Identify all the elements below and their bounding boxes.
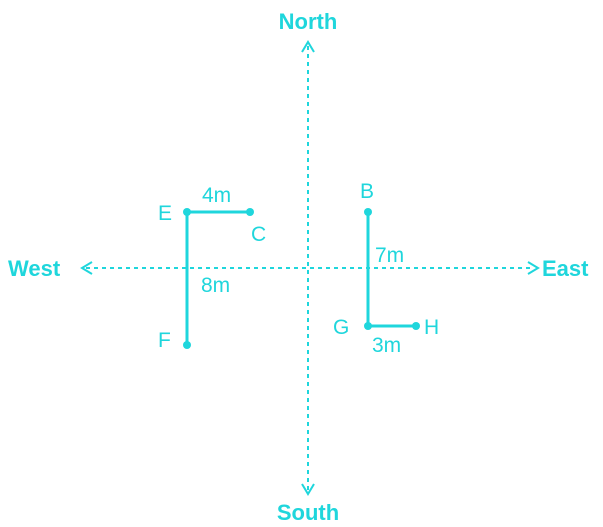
point-b-dot [364, 208, 372, 216]
point-f-label: F [158, 329, 171, 352]
east-arrowhead [527, 261, 540, 275]
distance-e-f-label: 8m [201, 274, 230, 297]
south-arrowhead [301, 483, 315, 496]
point-c-label: C [251, 223, 266, 246]
point-b-label: B [360, 180, 374, 203]
point-c-dot [246, 208, 254, 216]
north-label: North [279, 9, 338, 34]
point-h-label: H [424, 316, 439, 339]
point-f-dot [183, 341, 191, 349]
point-e-label: E [158, 202, 172, 225]
point-g-dot [364, 322, 372, 330]
north-arrowhead [301, 40, 315, 53]
distance-g-h-label: 3m [372, 334, 401, 357]
point-g-label: G [333, 316, 349, 339]
point-h-dot [412, 322, 420, 330]
west-label: West [8, 256, 61, 281]
west-arrowhead [80, 261, 93, 275]
compass-axes [80, 40, 540, 496]
point-e-dot [183, 208, 191, 216]
distance-b-g-label: 7m [375, 244, 404, 267]
distance-e-c-label: 4m [202, 184, 231, 207]
path-segments [185, 210, 416, 345]
south-label: South [277, 500, 339, 522]
east-label: East [542, 256, 589, 281]
path-points [183, 208, 420, 349]
